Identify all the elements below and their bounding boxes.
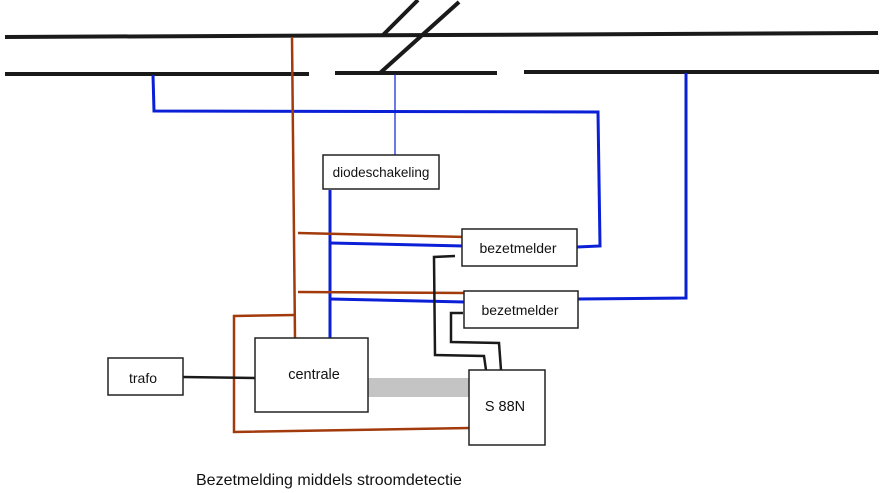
s88n-box: [468, 369, 546, 446]
bezetmelder-1-label: bezetmelder: [479, 240, 556, 256]
trafo-box: [107, 357, 184, 396]
node-s88n: S 88N: [468, 369, 546, 446]
bezetmelder-1-box: [461, 228, 578, 267]
node-centrale: centrale: [254, 337, 369, 413]
black-wires: [182, 254, 503, 380]
node-diodeschakeling: diodeschakeling: [322, 154, 440, 190]
brown-wire-to-bezetmelder-1: [297, 231, 467, 239]
trafo-label: trafo: [129, 370, 157, 386]
brown-wire-to-bezetmelder-2: [297, 290, 467, 295]
s88-bus-cable: [368, 378, 471, 397]
black-wire-trafo-to-centrale: [182, 375, 256, 380]
black-wire-bezetmelder-1-to-s88n: [432, 254, 488, 371]
bezetmelder-2-box: [463, 290, 579, 329]
brown-wire-return-loop: [232, 313, 471, 434]
diodeschakeling-label: diodeschakeling: [333, 165, 430, 180]
centrale-box: [254, 337, 369, 413]
black-wire-bezetmelder-2-to-s88n: [449, 311, 503, 371]
blue-wire-to-bezetmelder-1: [329, 241, 465, 248]
rail-top: [4, 31, 879, 39]
diagram-caption: Bezetmelding middels stroomdetectie: [196, 472, 462, 489]
s88n-label: S 88N: [485, 399, 525, 415]
blue-wire-to-bezetmelder-2: [329, 297, 466, 304]
bezetmelder-2-label: bezetmelder: [481, 302, 558, 318]
node-bezetmelder-1: bezetmelder: [461, 228, 578, 267]
brown-wires: [232, 36, 471, 434]
node-bezetmelder-2: bezetmelder: [463, 290, 579, 329]
switch-rail-1: [381, 0, 420, 37]
blue-wires: [151, 73, 688, 338]
diodeschakeling-box: [322, 154, 440, 190]
switch-rail-2: [378, 0, 461, 75]
track-rails: [4, 0, 879, 76]
centrale-label: centrale: [288, 367, 340, 383]
node-trafo: trafo: [107, 357, 184, 396]
blue-wire-left-rail-to-bezetmelder-1: [151, 74, 602, 249]
blue-wire-right-rail-to-bezetmelder-2: [577, 73, 688, 301]
brown-wire-top-rail-to-centrale: [290, 36, 297, 339]
